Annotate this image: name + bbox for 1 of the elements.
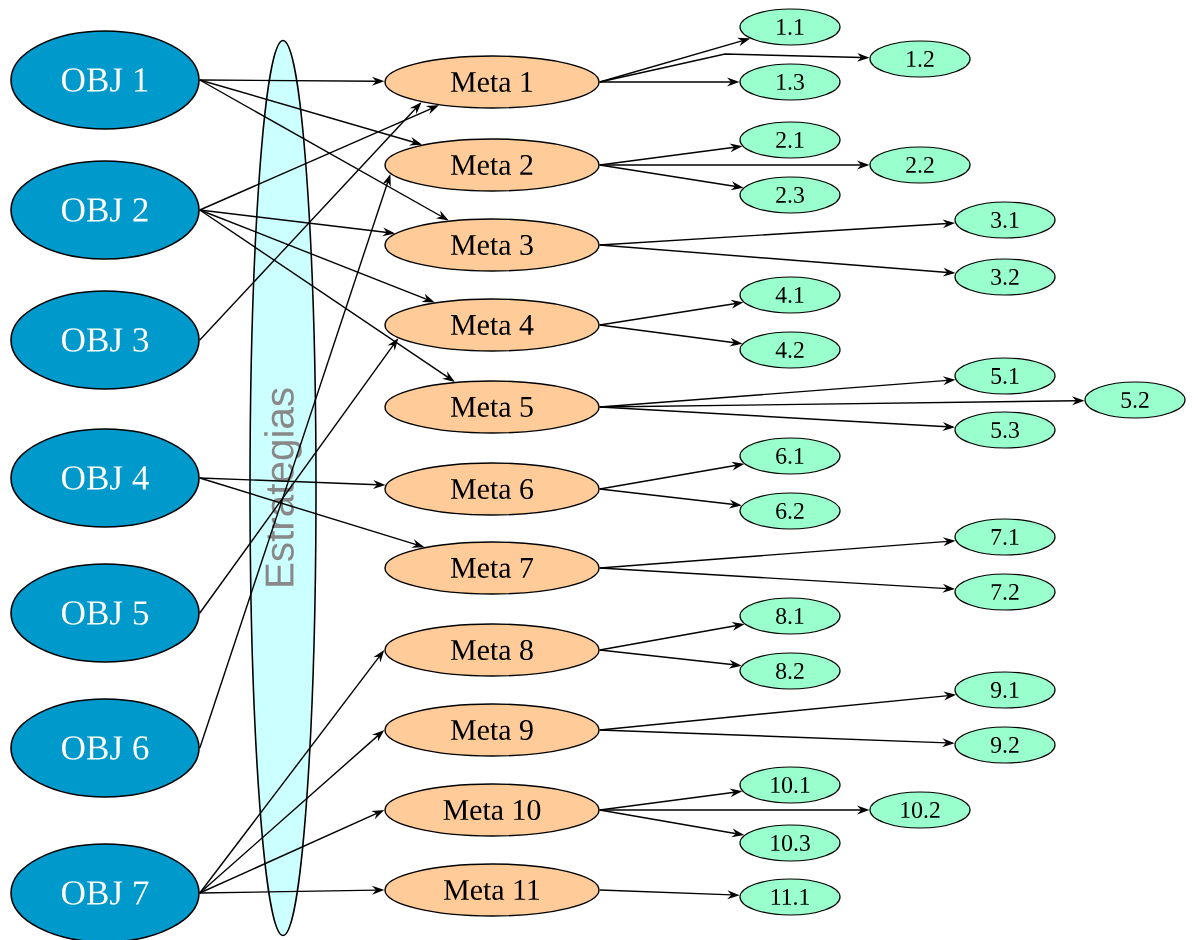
strategy-band: Estrategias [249,39,317,937]
